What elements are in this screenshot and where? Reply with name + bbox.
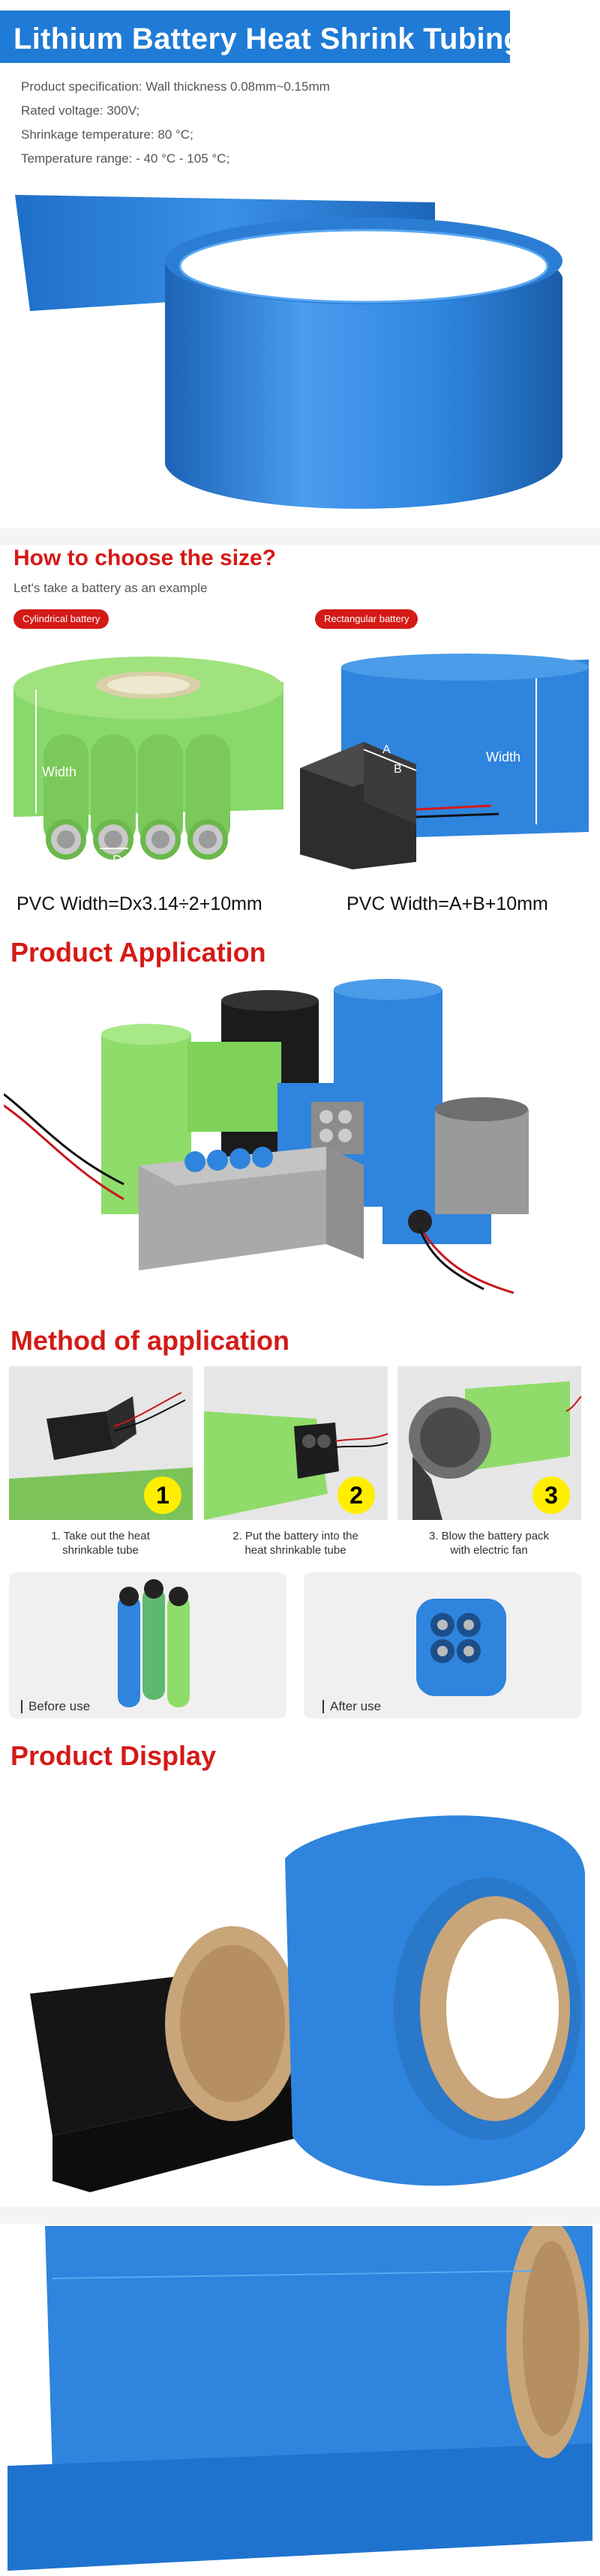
rect-b-label: B bbox=[394, 763, 402, 776]
step3-caption: 3. Blow the battery pack with electric f… bbox=[399, 1529, 579, 1557]
application-image bbox=[4, 974, 596, 1297]
step1-caption-line1: 1. Take out the heat bbox=[51, 1530, 150, 1542]
method-heading: Method of application bbox=[10, 1325, 290, 1356]
rect-formula: PVC Width=A+B+10mm bbox=[346, 893, 548, 914]
rectangular-badge: Rectangular battery bbox=[315, 609, 418, 629]
cyl-width-label: Width bbox=[42, 764, 77, 779]
application-heading: Product Application bbox=[10, 937, 266, 968]
rectangular-battery-image bbox=[296, 637, 592, 877]
section-divider-2 bbox=[0, 2207, 600, 2224]
cyl-d-label: D bbox=[112, 853, 122, 868]
step2-caption-line1: 2. Put the battery into the bbox=[232, 1530, 358, 1542]
cyl-formula: PVC Width=Dx3.14÷2+10mm bbox=[16, 893, 262, 914]
page-title: Lithium Battery Heat Shrink Tubing bbox=[14, 22, 523, 55]
step2-caption-line2: heat shrinkable tube bbox=[244, 1544, 346, 1557]
after-use-label: After use bbox=[322, 1700, 381, 1713]
step3-number-badge: 3 bbox=[532, 1476, 570, 1514]
size-heading: How to choose the size? bbox=[14, 546, 277, 570]
before-use-image bbox=[9, 1572, 286, 1719]
step2-caption: 2. Put the battery into the heat shrinka… bbox=[206, 1529, 386, 1557]
rect-a-label: A bbox=[382, 743, 391, 756]
step1-number-badge: 1 bbox=[144, 1476, 182, 1514]
step3-caption-line1: 3. Blow the battery pack bbox=[428, 1530, 550, 1542]
step1-caption: 1. Take out the heat shrinkable tube bbox=[10, 1529, 190, 1557]
spec-list: Product specification: Wall thickness 0.… bbox=[21, 75, 330, 171]
spec-thickness: Product specification: Wall thickness 0.… bbox=[21, 79, 330, 94]
spec-temp-range: Temperature range: - 40 °C - 105 °C; bbox=[21, 151, 230, 166]
display-image-rolls bbox=[8, 1784, 592, 2204]
title-banner: Lithium Battery Heat Shrink Tubing bbox=[0, 10, 522, 63]
display-heading: Product Display bbox=[10, 1740, 217, 1771]
cylindrical-battery-image bbox=[6, 637, 295, 877]
hero-tube-roll-image bbox=[15, 172, 585, 525]
before-use-label: Before use bbox=[21, 1700, 90, 1713]
cylindrical-badge: Cylindrical battery bbox=[14, 609, 110, 629]
after-use-image bbox=[304, 1572, 581, 1719]
section-divider bbox=[0, 528, 600, 545]
size-hint: Let's take a battery as an example bbox=[14, 581, 208, 595]
rect-width-label: Width bbox=[486, 749, 521, 764]
spec-shrink-temp: Shrinkage temperature: 80 °C; bbox=[21, 127, 194, 142]
step2-number-badge: 2 bbox=[338, 1476, 375, 1514]
display-image-blue-closeup bbox=[8, 2226, 592, 2571]
step1-caption-line2: shrinkable tube bbox=[62, 1544, 139, 1557]
step3-caption-line2: with electric fan bbox=[450, 1544, 528, 1557]
spec-voltage: Rated voltage: 300V; bbox=[21, 103, 140, 118]
